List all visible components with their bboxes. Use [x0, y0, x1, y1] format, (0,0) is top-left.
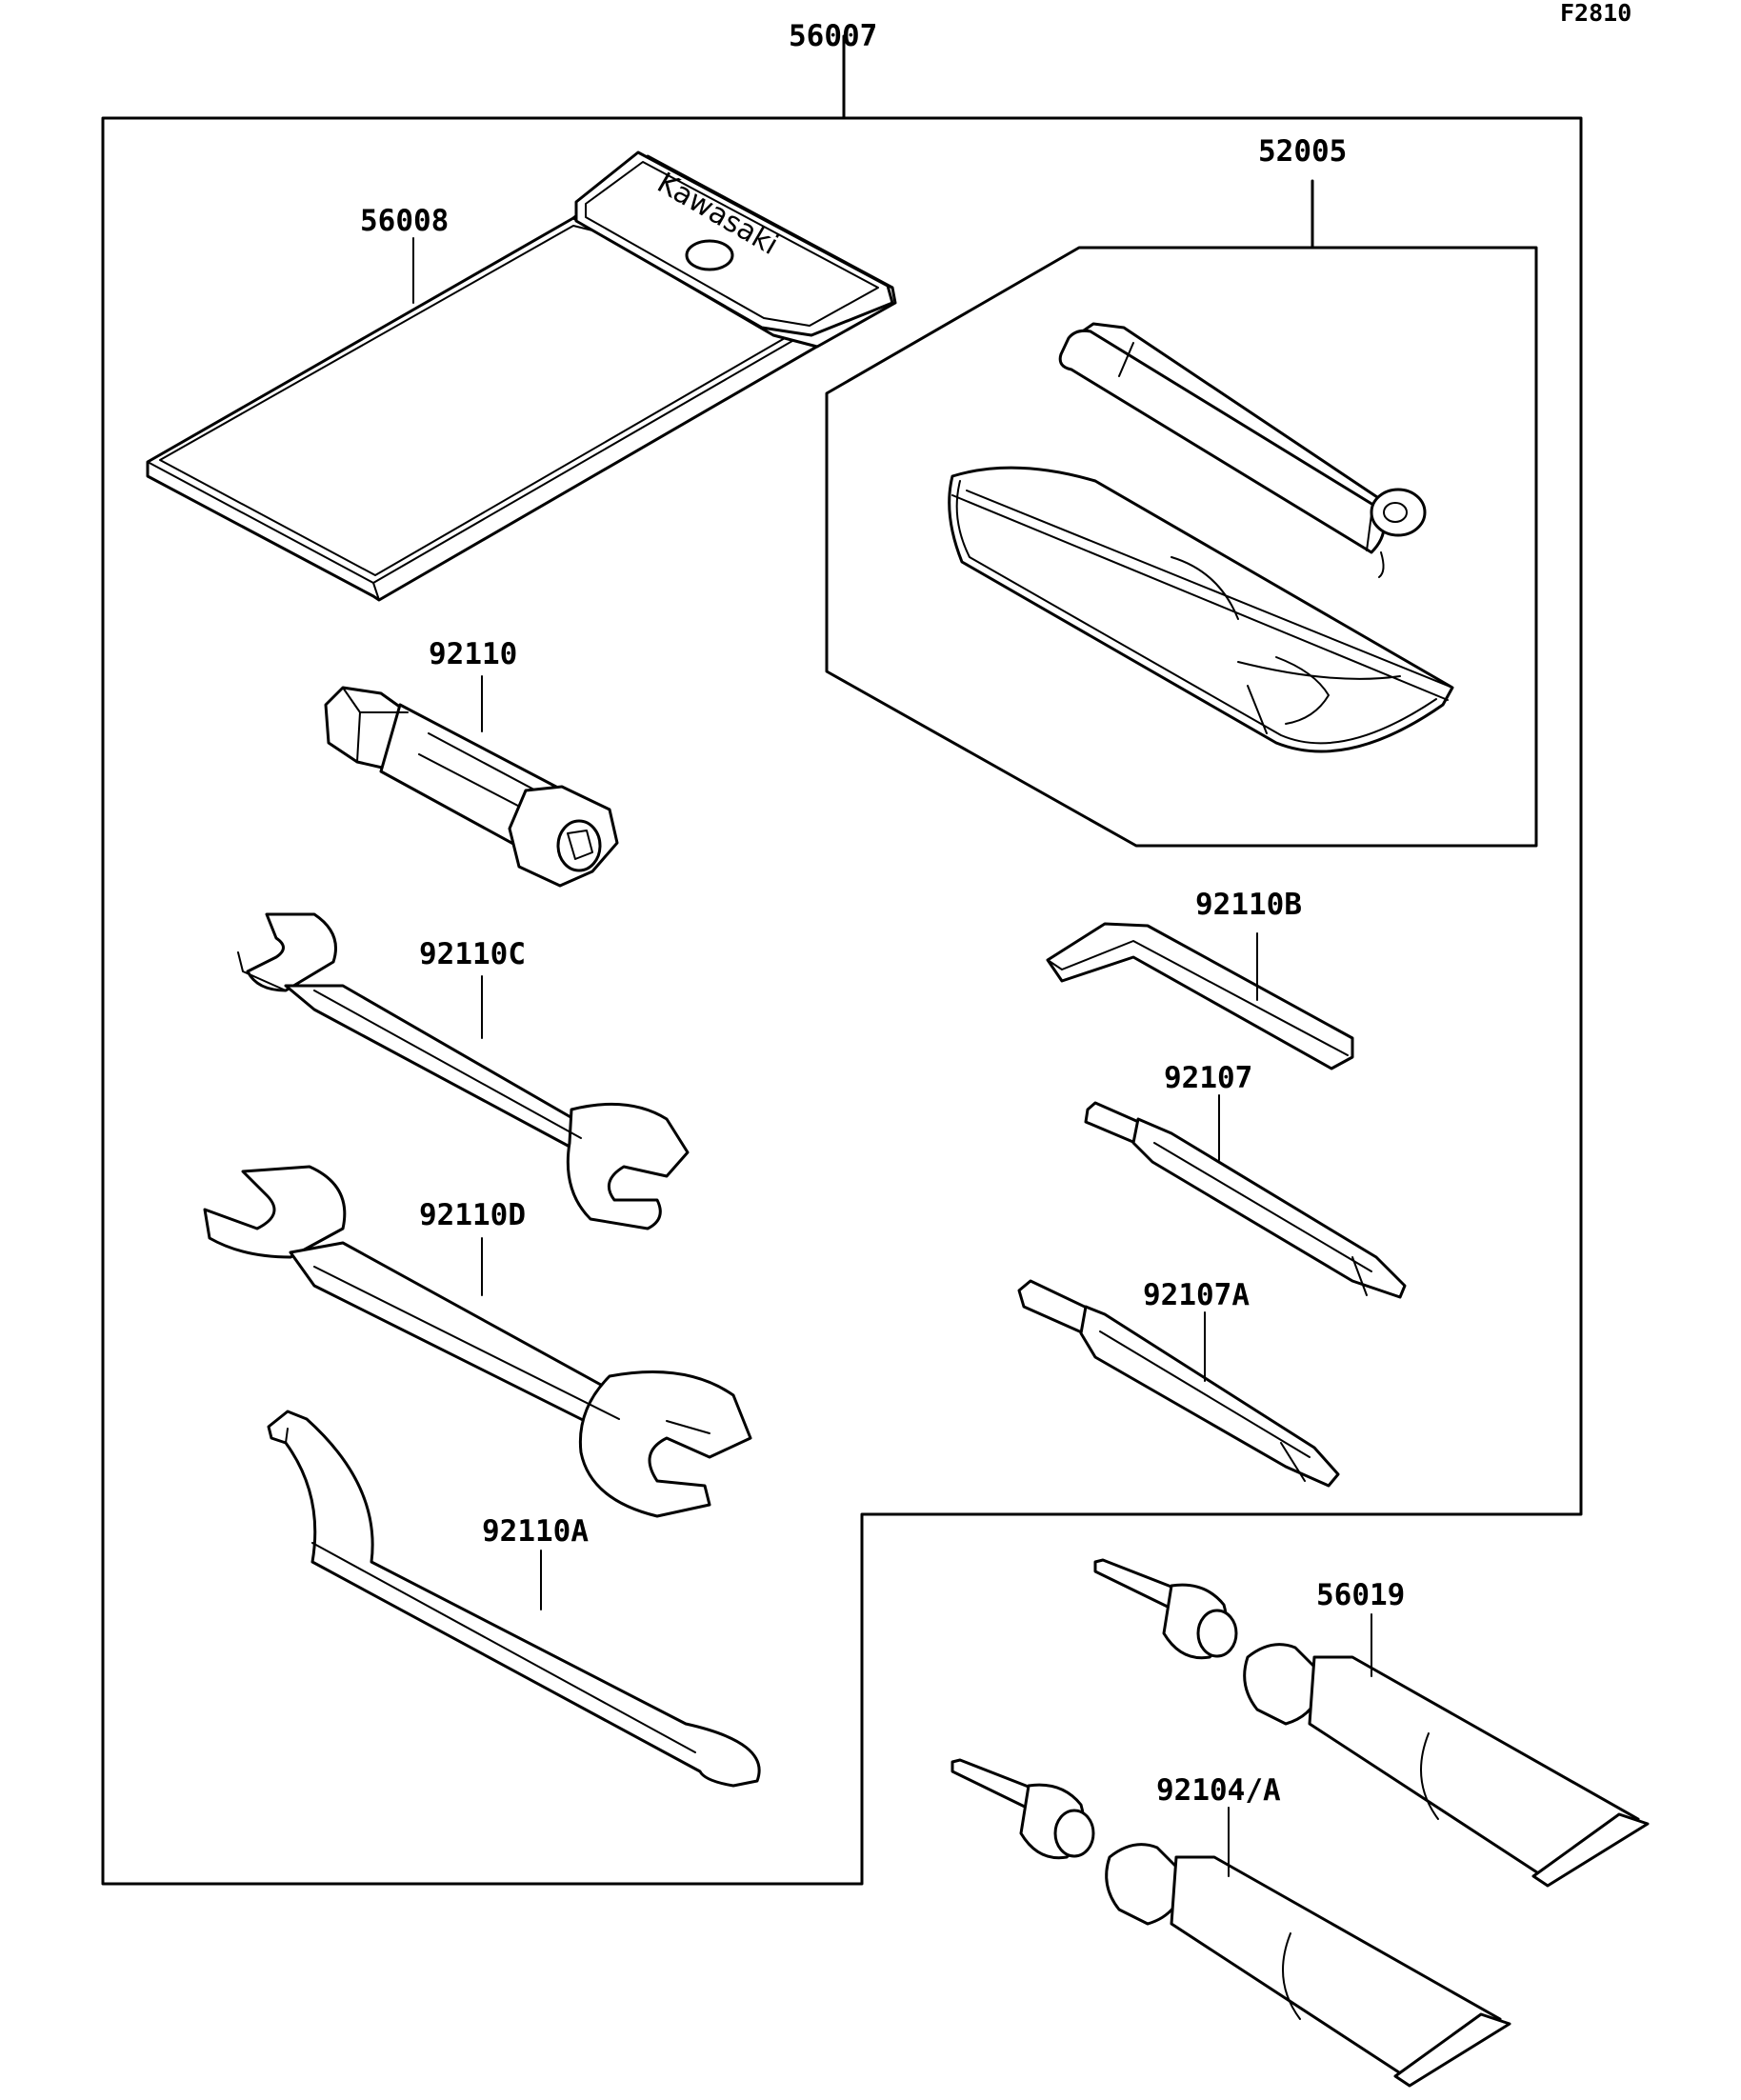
pin-spanner-drawing	[1058, 322, 1427, 578]
grease-tube-92104a-drawing	[951, 1758, 1511, 2088]
label-92110c: 92110C	[419, 937, 526, 971]
label-92110b: 92110B	[1195, 888, 1302, 922]
plug-wrench-drawing	[324, 686, 619, 888]
label-56008: 56008	[360, 204, 449, 238]
label-56019: 56019	[1316, 1578, 1405, 1612]
screwdriver-92107-drawing	[1084, 1101, 1407, 1299]
hex-key-drawing	[1046, 922, 1354, 1070]
hook-spanner-drawing	[267, 1410, 761, 1788]
label-92110: 92110	[429, 637, 517, 671]
label-56007: 56007	[789, 19, 877, 53]
label-92110d: 92110D	[419, 1198, 526, 1232]
label-92107a: 92107A	[1143, 1278, 1250, 1312]
tool-pouch-drawing: Kawasaki	[146, 150, 897, 602]
grease-tube-56019-drawing	[1093, 1558, 1650, 1888]
label-92110a: 92110A	[482, 1514, 589, 1549]
wrench-92110c-drawing	[237, 912, 690, 1230]
kit-52005-outline	[825, 179, 1538, 848]
screwdriver-92107a-drawing	[1017, 1279, 1340, 1488]
figure-code: F2810	[1560, 0, 1631, 27]
wrench-92110d-drawing	[203, 1165, 752, 1518]
label-92104a: 92104/A	[1156, 1773, 1281, 1808]
label-92107: 92107	[1164, 1061, 1252, 1095]
tool-kit-outline	[101, 34, 1583, 1886]
label-52005: 52005	[1258, 134, 1347, 169]
roll-bag-drawing	[948, 466, 1454, 753]
